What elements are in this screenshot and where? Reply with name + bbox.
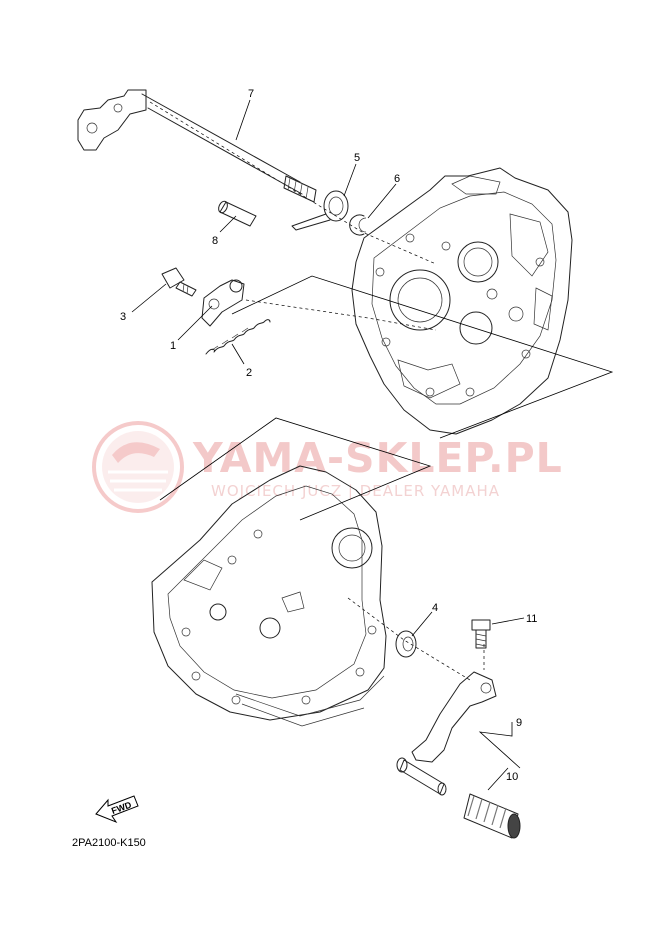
assembly-outline-lower (159, 417, 432, 521)
callout-2: 2 (246, 367, 252, 379)
fwd-arrow-icon: FWD (95, 795, 139, 824)
assembly-line-shaft (149, 101, 437, 265)
assembly-outline-upper (231, 275, 614, 439)
watermark: YAMA-SKLEP.PL WOJCIECH JUCZ | DEALER YAM… (92, 421, 563, 513)
shift-shaft-spring (291, 190, 349, 231)
shift-shaft (77, 89, 317, 203)
diagram-code: 2PA2100-K150 (72, 837, 146, 849)
stopper-spring (205, 319, 271, 355)
callout-9: 9 (516, 717, 522, 729)
circlip (349, 214, 367, 236)
assembly-line-lever (245, 299, 437, 331)
callout-10: 10 (506, 771, 518, 783)
watermark-logo (92, 421, 184, 513)
fwd-label: FWD (110, 799, 133, 816)
callout-labels: 7 5 6 8 3 1 2 4 11 9 10 (120, 88, 537, 783)
callout-7: 7 (248, 88, 254, 100)
callout-1: 1 (170, 340, 176, 352)
callout-11: 11 (526, 613, 537, 625)
pedal-rubber (463, 793, 521, 839)
leader-lines (131, 99, 525, 791)
stopper-lever (201, 279, 245, 327)
callout-8: 8 (212, 235, 218, 247)
callout-6: 6 (394, 173, 400, 185)
callout-4: 4 (432, 602, 438, 614)
change-pedal (396, 671, 497, 796)
oil-seal (395, 630, 417, 658)
dowel-pin (218, 200, 257, 227)
stopper-bolt (161, 267, 197, 297)
crankcase-left-half (151, 465, 387, 727)
callout-3: 3 (120, 311, 126, 323)
pedal-bolt (471, 619, 491, 649)
watermark-title: YAMA-SKLEP.PL (192, 434, 563, 482)
callout-5: 5 (354, 152, 360, 164)
crankcase-right-half (351, 167, 573, 435)
watermark-subtitle: WOJCIECH JUCZ | DEALER YAMAHA (211, 482, 500, 500)
assembly-line-pedal (347, 597, 471, 681)
